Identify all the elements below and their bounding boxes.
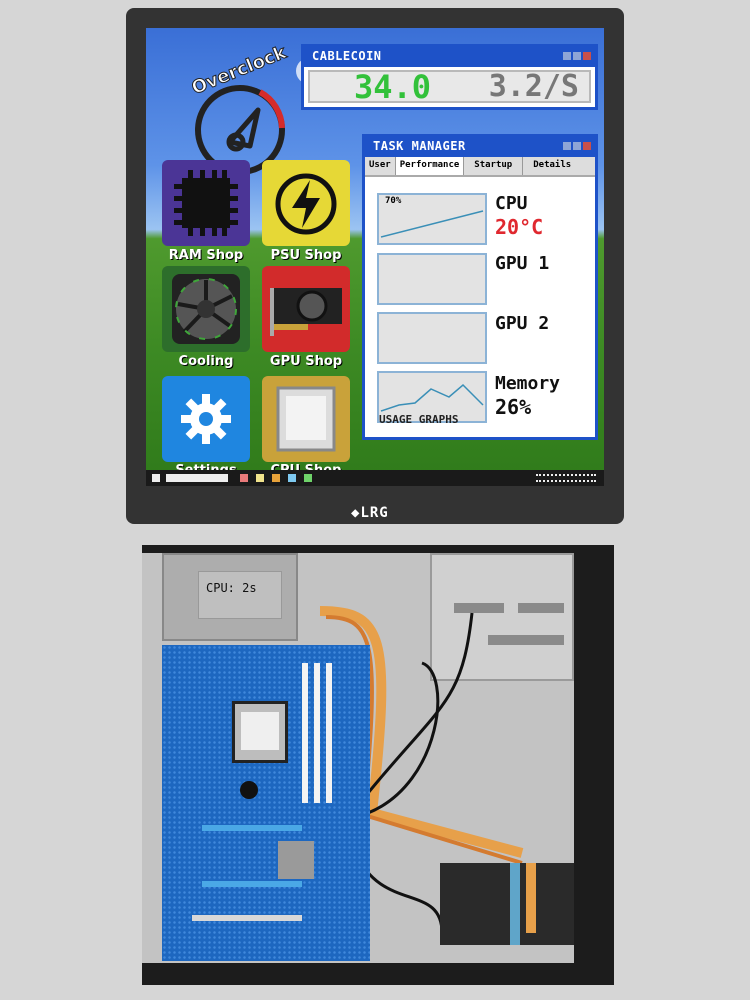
pcie-slot[interactable] xyxy=(202,825,302,831)
cablecoin-window[interactable]: CABLECOIN 34.0 3.2/S xyxy=(301,44,598,110)
tab-performance[interactable]: Performance xyxy=(395,157,465,175)
gear-icon xyxy=(181,394,231,444)
taskbar xyxy=(146,470,604,486)
psu-shop-button[interactable] xyxy=(262,160,350,246)
cpu-socket[interactable] xyxy=(232,701,288,763)
ram-shop-button[interactable] xyxy=(162,160,250,246)
psu-shop-label[interactable]: PSU Shop xyxy=(270,248,342,263)
maximize-icon[interactable] xyxy=(573,142,581,150)
pci-slot[interactable] xyxy=(192,915,302,921)
start-icon[interactable] xyxy=(152,474,160,482)
task-manager-title-bar[interactable]: TASK MANAGER xyxy=(365,137,595,157)
cpu-label: CPU xyxy=(495,193,528,214)
hdd-cage[interactable] xyxy=(440,863,574,945)
gpu2-graph xyxy=(377,312,487,364)
cpu-graph-label: 70% xyxy=(385,196,402,206)
overclock-logo: Overclock xyxy=(180,42,298,175)
monitor: Overclock CABLECOIN 34.0 3.2/S xyxy=(126,8,624,524)
desktop-screen: Overclock CABLECOIN 34.0 3.2/S xyxy=(146,28,604,486)
ram-slot[interactable] xyxy=(326,663,332,803)
memory-usage: 26% xyxy=(495,395,532,419)
chipset xyxy=(278,841,314,879)
gpu-icon xyxy=(270,288,342,336)
gpu-shop-label[interactable]: GPU Shop xyxy=(269,354,343,369)
pc-case: CPU: 2s xyxy=(142,545,614,985)
chip-icon xyxy=(174,170,238,236)
cpu-shop-button[interactable] xyxy=(262,376,350,462)
battery xyxy=(240,781,258,799)
cpu-graph: 70% xyxy=(377,193,487,245)
ram-slot[interactable] xyxy=(302,663,308,803)
close-icon[interactable] xyxy=(583,142,591,150)
cablecoin-display: 34.0 3.2/S xyxy=(308,67,591,106)
tab-user[interactable]: User xyxy=(365,157,396,175)
cablecoin-title: CABLECOIN xyxy=(312,49,382,63)
drive-slot xyxy=(488,635,564,645)
psu-panel xyxy=(198,571,282,619)
gpu2-label: GPU 2 xyxy=(495,313,550,334)
tab-startup[interactable]: Startup xyxy=(464,157,524,175)
memory-label: Memory xyxy=(495,373,561,394)
ram-shop-label[interactable]: RAM Shop xyxy=(168,248,244,263)
gpu-shop-button[interactable] xyxy=(262,266,350,352)
minimize-icon[interactable] xyxy=(563,52,571,60)
cpu-temperature: 20°C xyxy=(495,215,544,239)
monitor-brand-logo: ◆LRG xyxy=(351,505,389,521)
memory-graph xyxy=(377,371,487,423)
cpu-icon xyxy=(276,386,336,452)
taskbar-app-icon[interactable] xyxy=(256,474,264,482)
window-controls[interactable] xyxy=(563,142,591,150)
drive-bay xyxy=(430,553,574,681)
close-icon[interactable] xyxy=(583,52,591,60)
drive-slot xyxy=(454,603,504,613)
tab-details[interactable]: Details xyxy=(533,160,572,170)
case-interior: CPU: 2s xyxy=(142,553,574,963)
taskbar-app-icon[interactable] xyxy=(288,474,296,482)
cablecoin-title-bar[interactable]: CABLECOIN xyxy=(304,47,595,67)
ram-slot[interactable] xyxy=(314,663,320,803)
window-controls[interactable] xyxy=(563,52,591,60)
taskbar-app-icon[interactable] xyxy=(272,474,280,482)
settings-button[interactable] xyxy=(162,376,250,462)
psu-label: CPU: 2s xyxy=(206,581,257,595)
power-cable xyxy=(526,863,536,933)
task-manager-tabs: User Performance Startup Details xyxy=(365,157,595,177)
power-supply[interactable]: CPU: 2s xyxy=(162,553,298,641)
pcie-slot[interactable] xyxy=(202,881,302,887)
memory-usage-line xyxy=(380,383,484,412)
minimize-icon[interactable] xyxy=(563,142,571,150)
monitor-brand-text: LRG xyxy=(360,505,389,521)
drive-slot xyxy=(518,603,564,613)
cpu-chip xyxy=(241,712,279,750)
brand-icon: ◆ xyxy=(351,505,361,521)
search-bar[interactable] xyxy=(166,474,228,482)
system-tray[interactable] xyxy=(536,474,596,482)
coin-rate: 3.2/S xyxy=(488,69,579,104)
task-manager-window[interactable]: TASK MANAGER User Performance Startup De… xyxy=(362,134,598,440)
cooling-button[interactable] xyxy=(162,266,250,352)
taskbar-app-icon[interactable] xyxy=(240,474,248,482)
power-bolt-icon xyxy=(275,173,337,235)
gpu1-label: GPU 1 xyxy=(495,253,550,274)
sata-cable xyxy=(510,863,520,945)
usage-graphs-label: USAGE GRAPHS xyxy=(379,413,459,426)
fan-icon xyxy=(172,274,240,344)
cpu-usage-line xyxy=(380,210,484,238)
motherboard[interactable] xyxy=(162,645,370,961)
task-manager-title: TASK MANAGER xyxy=(373,139,466,153)
cooling-label[interactable]: Cooling xyxy=(178,354,234,369)
taskbar-app-icon[interactable] xyxy=(304,474,312,482)
coin-balance: 34.0 xyxy=(354,67,432,106)
maximize-icon[interactable] xyxy=(573,52,581,60)
gpu1-graph xyxy=(377,253,487,305)
